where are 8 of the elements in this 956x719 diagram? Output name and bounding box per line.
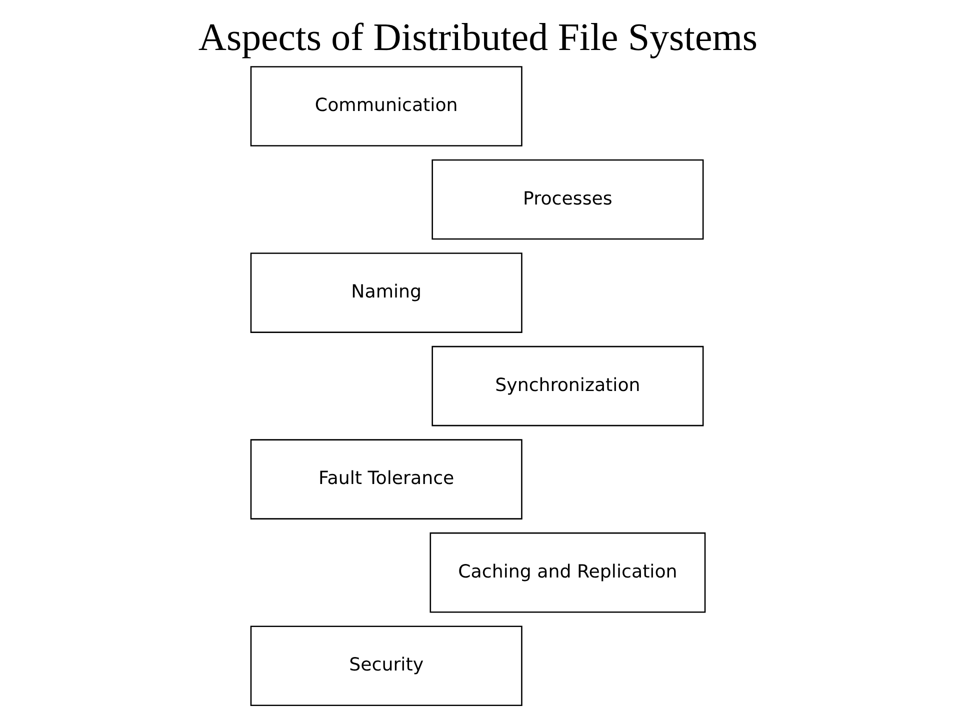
node-box: Synchronization [432, 346, 704, 426]
node-box: Caching and Replication [430, 532, 706, 613]
node-box: Communication [250, 66, 522, 146]
node-box: Security [250, 626, 522, 706]
node-box: Processes [432, 159, 704, 240]
diagram-title: Aspects of Distributed File Systems [198, 16, 758, 59]
node-box: Naming [250, 252, 522, 333]
node-box: Fault Tolerance [250, 439, 522, 520]
